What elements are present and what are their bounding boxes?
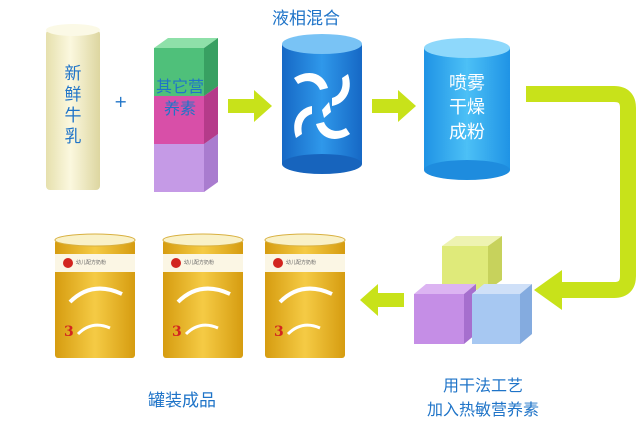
dry-process-cubes: [414, 236, 532, 344]
flow-arrow-icon: [526, 86, 636, 310]
canning-caption: 罐装成品: [148, 391, 216, 411]
fresh-milk-label: 新 鲜 牛 乳: [64, 64, 82, 147]
mixing-swirl-icon: [294, 73, 350, 139]
fresh-milk-step: 新 鲜 牛 乳: [44, 22, 102, 192]
plus-sign: +: [114, 92, 128, 111]
mixing-title: 液相混合: [272, 9, 340, 29]
can-label-text: 幼儿配方奶粉: [184, 260, 215, 266]
flow-arrow-icon: [372, 90, 416, 122]
mixing-cylinder: [282, 34, 362, 174]
can-product: 幼儿配方奶粉 3: [262, 232, 348, 362]
flow-arrow-icon: [360, 284, 404, 316]
can-product: 幼儿配方奶粉 3: [160, 232, 246, 362]
fresh-milk-bar: [46, 24, 100, 190]
dry-process-caption: 用干法工艺 加入热敏营养素: [426, 376, 539, 419]
spray-dry-step: 喷雾 干燥 成粉: [422, 36, 512, 184]
spray-dry-label: 喷雾 干燥 成粉: [449, 73, 485, 143]
flow-arrow-icon: [228, 90, 272, 122]
nutrient-cube-stack: [154, 38, 218, 192]
can-label-text: 幼儿配方奶粉: [76, 260, 107, 266]
can-product: 幼儿配方奶粉 3: [52, 232, 138, 362]
can-stage-number: 3: [172, 324, 182, 340]
can-stage-number: 3: [64, 324, 74, 340]
other-nutrients-label: 其它营 养素: [155, 77, 204, 118]
other-nutrients-step: 其它营 养素: [148, 18, 222, 198]
can-stage-number: 3: [274, 324, 284, 340]
spray-dry-cylinder: [424, 38, 510, 180]
can-label-text: 幼儿配方奶粉: [286, 260, 317, 266]
